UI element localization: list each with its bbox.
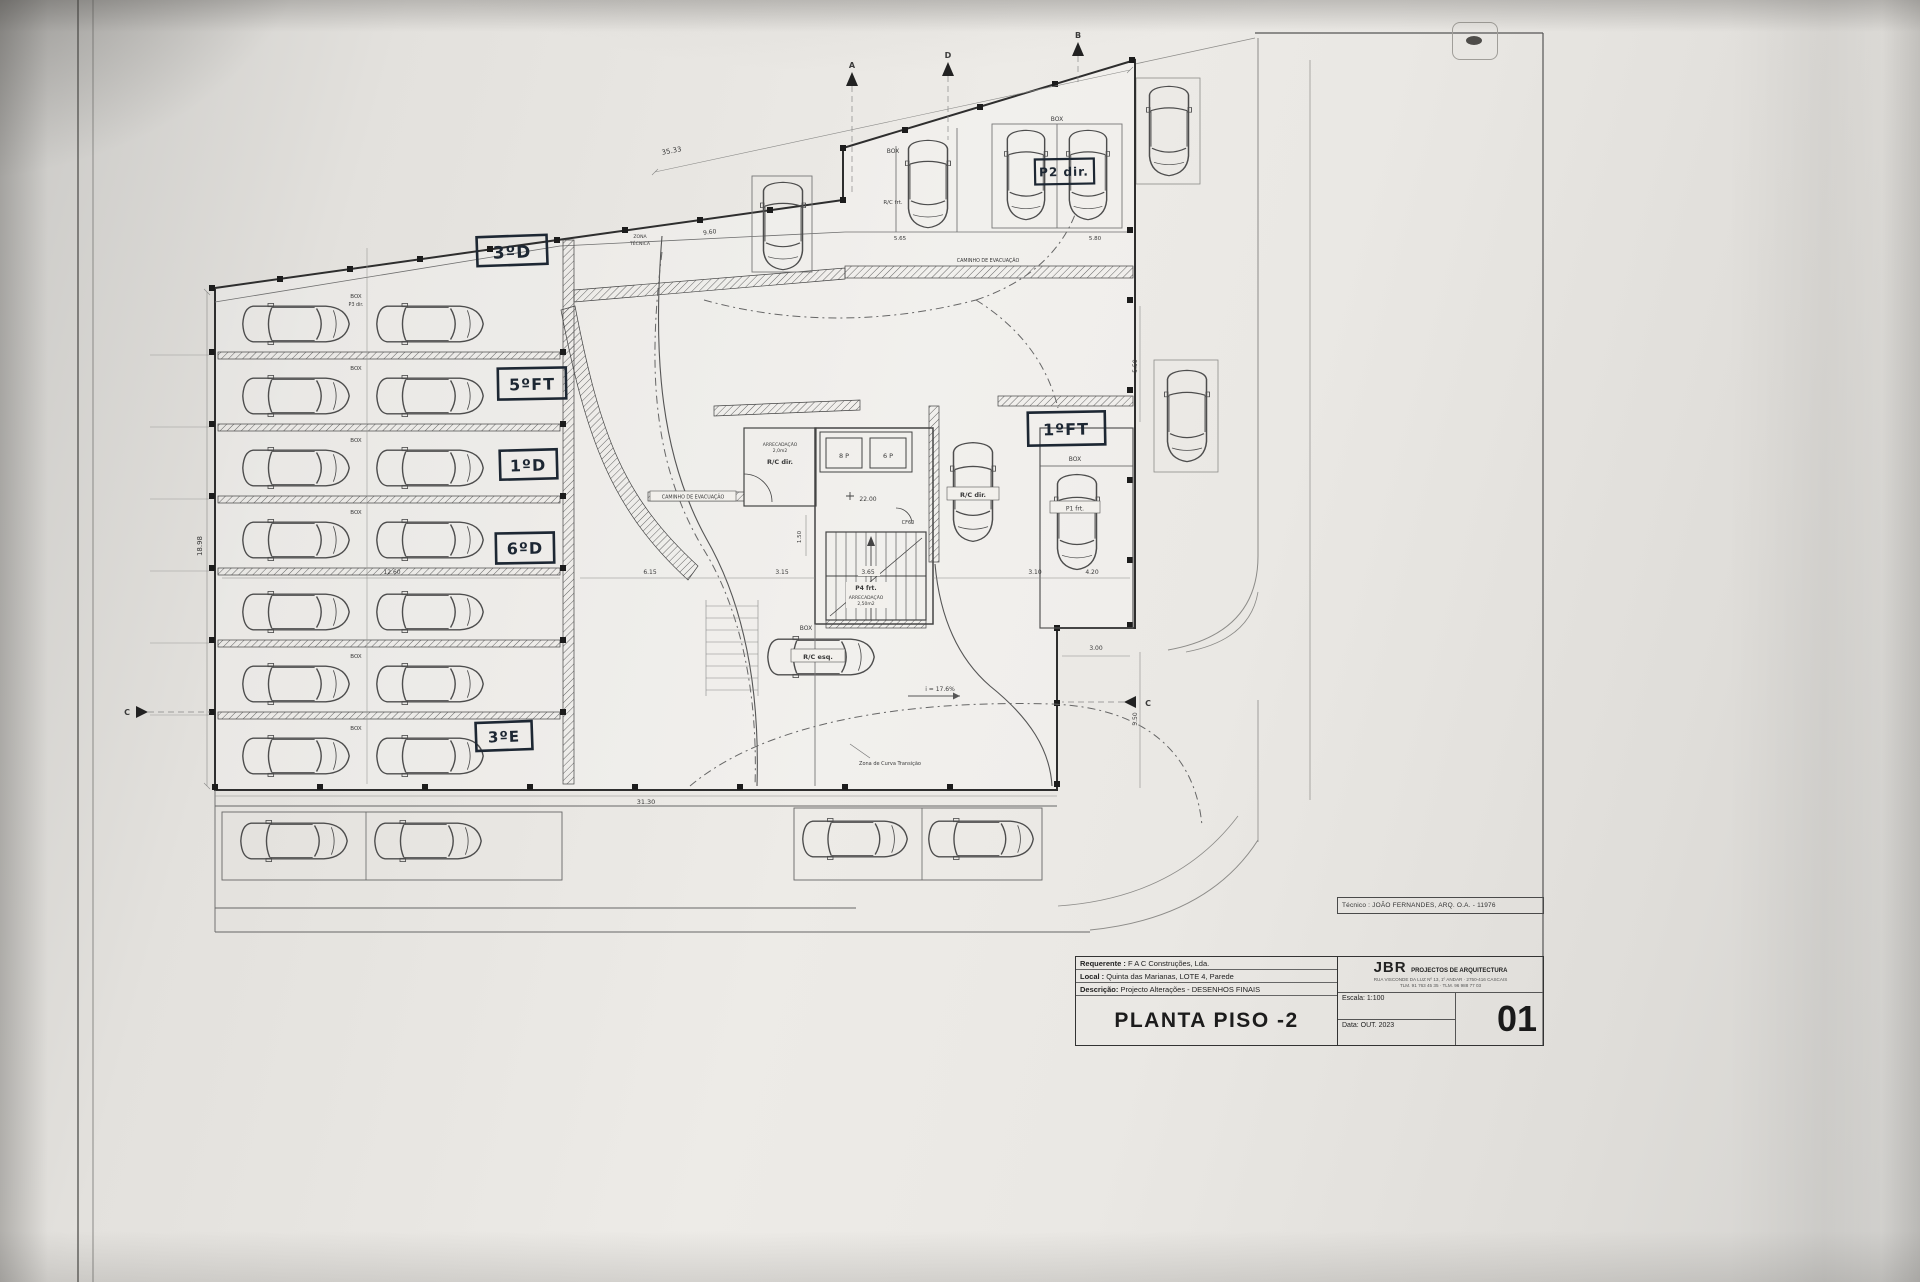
stall-code-label: P3 dir.	[349, 302, 364, 308]
firm-address-line: TLM. 91 763 45 35 · TLM. 96 988 77 03	[1399, 982, 1482, 988]
box-label: BOX	[350, 366, 362, 372]
p4-frt-label: P4 frt.	[855, 585, 876, 592]
bottom-strip-lines	[214, 790, 1090, 933]
dim-text: 1.50	[797, 530, 803, 543]
handwritten-unit: P2 dir.	[1039, 165, 1089, 180]
sheet-number: 01	[1496, 998, 1537, 1039]
storage-label: ARRECADAÇÃO	[849, 594, 884, 601]
scale-date-column: Escala: 1:100 Data: OUT. 2023	[1338, 993, 1456, 1045]
requerente-label: Requerente :	[1080, 959, 1126, 968]
car-icon	[802, 818, 908, 860]
dim-text: 3.15	[775, 569, 789, 576]
marker-a-label: A	[849, 61, 856, 70]
storage-area-label: 2,0m2	[773, 448, 788, 454]
dim-text: 4.20	[1085, 569, 1099, 576]
evacuation-path-label: CAMINHO DE EVACUAÇÃO	[957, 257, 1020, 264]
elevator-label: 8 P	[839, 452, 849, 460]
car-icon	[240, 820, 348, 862]
marker-b-label: B	[1075, 31, 1081, 40]
evacuation-path-label: CAMINHO DE EVACUAÇÃO	[662, 494, 725, 501]
dim-text: 35.33	[661, 145, 682, 157]
local-row: Local : Quinta das Marianas, LOTE 4, Par…	[1076, 970, 1337, 983]
dim-text: 5.50	[1132, 359, 1139, 373]
requerente-value: F A C Construções, Lda.	[1127, 959, 1210, 968]
dim-text: 12.60	[383, 569, 400, 576]
box-label: BOX	[887, 148, 899, 155]
elevator-label: 6 P	[883, 452, 893, 460]
slope-label: i = 17.6%	[925, 686, 955, 693]
descricao-value: Projecto Alterações - DESENHOS FINAIS	[1120, 985, 1261, 994]
descricao-row: Descrição: Projecto Alterações - DESENHO…	[1076, 983, 1337, 996]
dim-text: 31.30	[637, 798, 656, 806]
car-icon	[1146, 85, 1192, 177]
dim-text: 5.65	[894, 236, 907, 242]
handwritten-unit: 1ºD	[510, 456, 547, 476]
box-label: BOX	[350, 438, 362, 444]
handwritten-unit: 5ºFT	[509, 375, 555, 395]
marker-c-right-label: C	[1145, 699, 1151, 708]
handwritten-unit: 1ºFT	[1043, 420, 1089, 440]
dim-text: 6.15	[643, 569, 657, 576]
box-label: BOX	[1069, 456, 1081, 463]
plan-title: PLANTA PISO -2	[1114, 1008, 1299, 1032]
car-icon	[1164, 369, 1210, 463]
dim-text: 3.00	[1089, 645, 1103, 652]
title-block-left: Requerente : F A C Construções, Lda. Loc…	[1076, 957, 1338, 1045]
car-icon	[374, 820, 482, 862]
date-cell: Data: OUT. 2023	[1342, 1021, 1395, 1029]
dim-text: 3.65	[861, 569, 875, 576]
handwritten-unit: 3ºE	[488, 727, 521, 746]
descricao-label: Descrição:	[1080, 985, 1119, 994]
local-label: Local :	[1080, 972, 1105, 981]
box-label: BOX	[1051, 116, 1063, 123]
fire-door-label: CF60	[902, 520, 915, 526]
rc-dir-label: R/C dir.	[767, 458, 793, 466]
firm-logo-text: JBR	[1373, 959, 1407, 976]
technician-text: Técnico : JOÃO FERNANDES, ARQ. O.A. - 11…	[1342, 902, 1496, 909]
zona-tecnica-label: ZONA	[633, 234, 647, 240]
scale-date-sheet: Escala: 1:100 Data: OUT. 2023 01	[1338, 993, 1543, 1045]
local-value: Quinta das Marianas, LOTE 4, Parede	[1106, 972, 1234, 981]
p1-frt-label: P1 frt.	[1066, 506, 1084, 513]
title-block-right: JBR PROJECTOS DE ARQUITECTURA RUA VISCON…	[1338, 957, 1543, 1045]
hole-punch-mark	[1452, 22, 1498, 60]
technician-strip: Técnico : JOÃO FERNANDES, ARQ. O.A. - 11…	[1337, 897, 1544, 914]
dim-text: 18.98	[196, 536, 204, 556]
box-label: BOX	[350, 726, 362, 732]
storage-label: ARRECADAÇÃO	[763, 441, 798, 448]
box-label: BOX	[350, 654, 362, 660]
rc-dir-label: R/C dir.	[960, 491, 986, 499]
dim-text: 3.10	[1028, 569, 1042, 576]
box-label: BOX	[350, 294, 362, 300]
firm-block: JBR PROJECTOS DE ARQUITECTURA RUA VISCON…	[1338, 957, 1543, 993]
rc-esq-label: R/C esq.	[803, 653, 833, 661]
transition-curve-label: Zona de Curva Transição	[859, 761, 921, 767]
dim-text: 5.80	[1089, 236, 1102, 242]
rc-frt-label: R/C frt.	[883, 200, 903, 206]
car-icon	[928, 818, 1034, 860]
level-label: 22.00	[859, 496, 876, 503]
marker-d-label: D	[945, 51, 952, 60]
dim-text: 5.50	[1132, 712, 1139, 726]
scale-cell: Escala: 1:100	[1338, 993, 1455, 1020]
marker-c-left-label: C	[124, 708, 130, 717]
handwritten-unit: 6ºD	[507, 539, 544, 559]
title-block: Requerente : F A C Construções, Lda. Loc…	[1075, 956, 1544, 1046]
firm-subtitle: PROJECTOS DE ARQUITECTURA	[1411, 968, 1508, 974]
handwritten-unit: 3ºD	[493, 242, 532, 263]
requerente-row: Requerente : F A C Construções, Lda.	[1076, 957, 1337, 970]
box-label: BOX	[350, 510, 362, 516]
box-label: BOX	[800, 625, 812, 632]
storage-area-label: 2,50m2	[857, 601, 874, 607]
